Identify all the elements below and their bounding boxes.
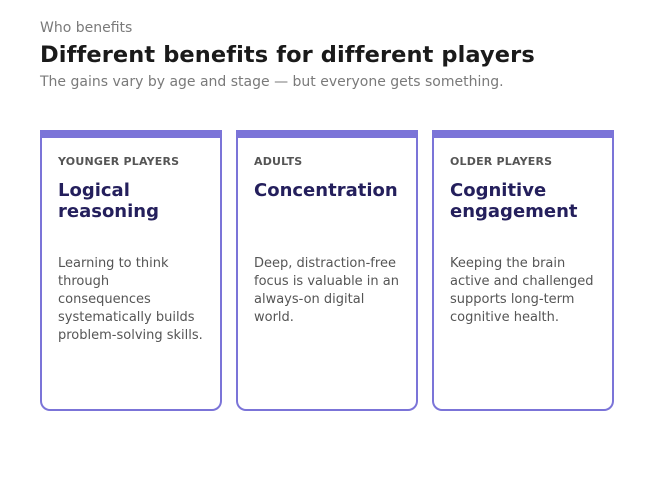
card-heading: Logical reasoning bbox=[58, 180, 159, 222]
eyebrow-label: Who benefits bbox=[40, 20, 133, 36]
card-older-players: OLDER PLAYERS Cognitive engagement Keepi… bbox=[432, 130, 614, 411]
page-title: Different benefits for different players bbox=[40, 42, 535, 68]
page-subtitle: The gains vary by age and stage — but ev… bbox=[40, 74, 504, 90]
card-label: ADULTS bbox=[254, 155, 303, 168]
card-label: YOUNGER PLAYERS bbox=[58, 155, 180, 168]
benefit-cards: YOUNGER PLAYERS Logical reasoning Learni… bbox=[40, 130, 614, 411]
card-heading: Concentration bbox=[254, 180, 398, 201]
card-younger-players: YOUNGER PLAYERS Logical reasoning Learni… bbox=[40, 130, 222, 411]
card-body: Deep, distraction-free focus is valuable… bbox=[254, 256, 399, 325]
card-label: OLDER PLAYERS bbox=[450, 155, 553, 168]
card-body: Keeping the brain active and challenged … bbox=[450, 256, 594, 325]
card-heading: Cognitive engagement bbox=[450, 180, 578, 222]
card-body: Learning to think through consequences s… bbox=[58, 256, 203, 343]
card-adults: ADULTS Concentration Deep, distraction-f… bbox=[236, 130, 418, 411]
